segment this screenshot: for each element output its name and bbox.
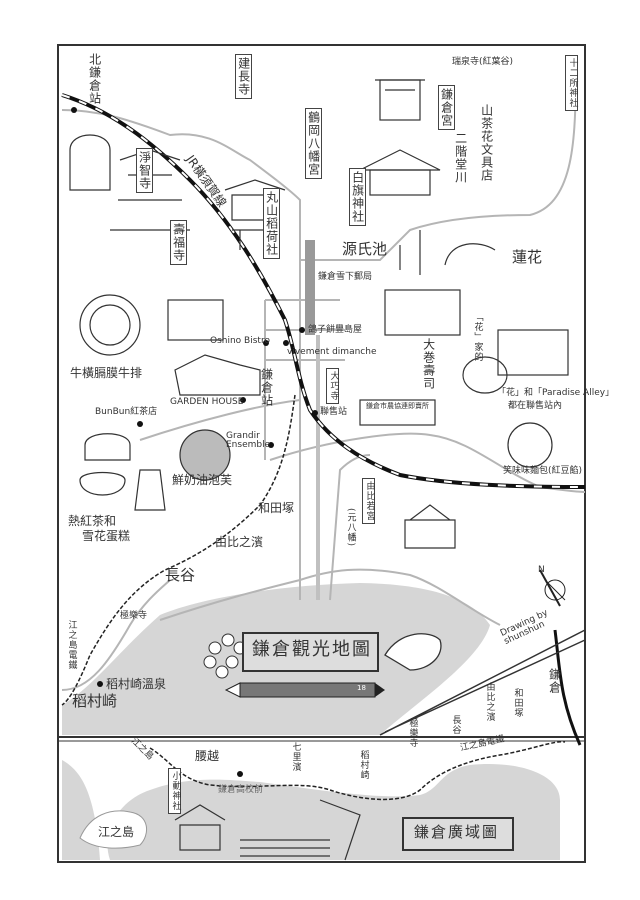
label-kita-kamakura-station: 北鎌倉站	[87, 53, 102, 105]
label-post-office: 鎌倉雪下郵局	[318, 272, 373, 282]
station-dot-icons	[71, 107, 318, 777]
map-frame	[57, 44, 586, 863]
label-cream-puff: 鮮奶油泡芙	[172, 473, 233, 487]
label-junisho-jinja: 十二所神社	[565, 55, 579, 111]
roads	[61, 59, 586, 691]
inset-title: 鎌倉廣域圖	[414, 823, 500, 841]
label-smile-bread: 笑味味麵包(紅豆餡)	[503, 466, 583, 476]
label-inamuragasaki: 稻村崎	[72, 692, 118, 710]
label-in-market: 都在聯售站內	[508, 401, 563, 411]
wakamiya-oji	[305, 240, 315, 335]
label-jochiji: 淨智寺	[136, 148, 153, 193]
label-maruyama-inari: 丸山稻荷社	[263, 188, 280, 259]
label-lotus: 蓮花	[512, 248, 543, 266]
label-wadazuka: 和田塚	[258, 501, 295, 515]
label-genji-pond: 源氏池	[342, 240, 388, 258]
inset-label-yuigahama: 由比之濱	[484, 682, 495, 722]
inset-railway	[149, 741, 566, 801]
label-zuisenji: 瑞泉寺(紅葉谷)	[452, 57, 514, 67]
label-sazanka-stationery: 山茶花文具店	[479, 104, 494, 182]
label-vivement-dimanche: vivement dimanche	[287, 347, 377, 357]
label-enoshima-railway: 江之島電鐵	[66, 620, 77, 670]
label-hot-tea: 熱紅茶和	[68, 514, 117, 528]
label-hana-home: 「花」家的	[472, 312, 483, 362]
inset-label-koshigoe: 腰越	[195, 749, 220, 763]
inset-label-hase: 長谷	[450, 715, 461, 735]
label-daigyoji: 大巧寺	[326, 368, 340, 404]
label-yui-wakamiya: 由比若宮	[362, 478, 376, 524]
enoshima-island	[79, 810, 148, 849]
label-kenchoji: 建長寺	[235, 54, 252, 99]
label-jufukuji: 壽福寺	[170, 220, 187, 265]
map-title: 鎌倉觀光地圖	[252, 639, 372, 660]
label-farmers-market-sign: 鎌倉市農協連即賣所	[366, 402, 429, 410]
label-nikaido-river: 二階堂川	[453, 132, 468, 184]
pencil-number: 18	[357, 684, 366, 692]
label-gokurakuji: 極樂寺	[120, 611, 148, 621]
pencil-icon	[224, 682, 385, 698]
label-inamuragasaki-onsen: 稻村崎溫泉	[106, 677, 167, 691]
inset-label-gokurakuji: 極樂寺	[407, 718, 418, 748]
inset-label-shichirigahama: 七里濱	[290, 742, 301, 772]
label-toshimaya: 鴿子餅豐島屋	[308, 325, 363, 335]
compass-icon	[539, 569, 566, 607]
label-futomaki-sushi: 大巻壽司	[421, 338, 436, 390]
label-shirahata-jinja: 白旗神社	[349, 168, 366, 226]
label-moto-hachiman: (元八幡)	[345, 508, 356, 548]
inset-label-wadazuka: 和田塚	[512, 688, 523, 718]
label-kamakura-station: 鎌倉站	[259, 368, 274, 407]
label-kamakuragu: 鎌倉宮	[438, 85, 455, 130]
inset-label-kamakura-koko-mae: 鎌倉高校前	[218, 785, 264, 795]
inset-label-kamakura: 鎌倉	[547, 668, 562, 694]
label-hana-paradise-alley: 「花」和「Paradise Alley」	[497, 388, 615, 398]
label-market: 聯售站	[320, 407, 348, 417]
inset-label-enoshima-island: 江之島	[98, 825, 135, 839]
title-frame	[242, 632, 379, 672]
enoden-railway	[61, 394, 296, 706]
label-bunbun-tea: BunBun紅茶店	[95, 407, 158, 417]
label-tsurugaoka-hachimangu: 鶴岡八幡宮	[305, 108, 322, 179]
label-oshino-bistro: Oshino Bistro	[210, 336, 270, 346]
inset-label-kozurugi-jinja: 小動神社	[168, 768, 182, 814]
label-snow-cake: 雪花蛋糕	[82, 529, 131, 543]
label-hase: 長谷	[165, 566, 196, 584]
inset-label-inamuragasaki: 稻村崎	[358, 750, 369, 780]
north-indicator: N	[538, 565, 545, 575]
label-yuigahama: 由比之濱	[215, 535, 264, 549]
dove-icon	[384, 633, 442, 671]
label-grandir-ensemble: Grandir Ensemble	[226, 431, 271, 451]
label-garden-house: GARDEN HOUSE	[170, 397, 244, 407]
label-skirt-steak: 牛橫膈膜牛排	[70, 366, 143, 380]
